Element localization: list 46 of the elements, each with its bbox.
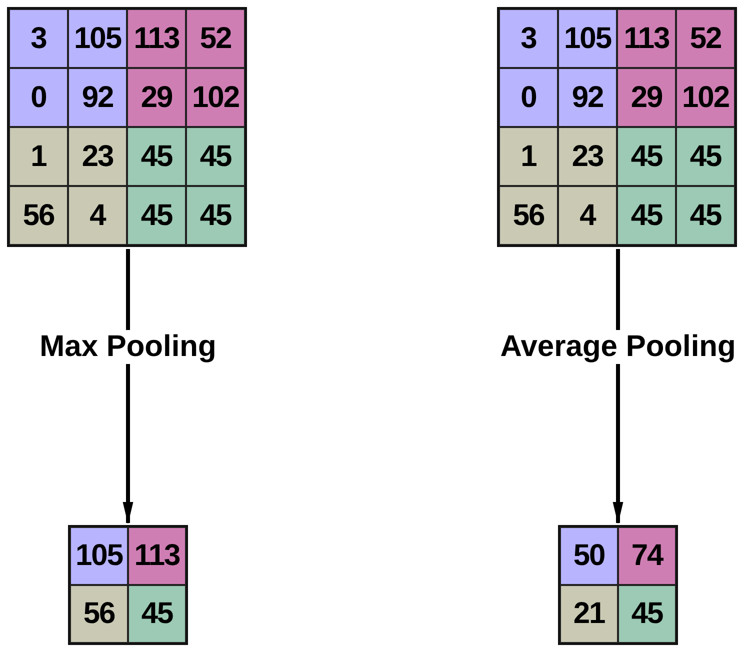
number-grid xyxy=(68,525,188,645)
grid-cell: 52 xyxy=(186,9,245,68)
arrow xyxy=(612,249,624,524)
number-grid xyxy=(497,7,737,247)
grid-cell: 52 xyxy=(676,9,735,68)
grid-cell: 23 xyxy=(68,127,127,186)
number-grid xyxy=(7,7,247,247)
grid-cell: 92 xyxy=(558,68,617,127)
grid-cell: 29 xyxy=(617,68,676,127)
grid-cell: 56 xyxy=(499,186,558,245)
grid-cell: 45 xyxy=(676,186,735,245)
arrow xyxy=(122,249,134,524)
grid-cell: 105 xyxy=(68,9,127,68)
grid-cell: 45 xyxy=(617,127,676,186)
grid-cell: 45 xyxy=(617,186,676,245)
number-grid xyxy=(558,525,678,645)
grid-cell: 3 xyxy=(499,9,558,68)
grid-cell: 23 xyxy=(558,127,617,186)
grid-cell: 4 xyxy=(68,186,127,245)
grid-cell: 56 xyxy=(9,186,68,245)
grid-cell: 113 xyxy=(127,9,186,68)
grid-cell: 0 xyxy=(499,68,558,127)
grid-cell: 74 xyxy=(618,527,676,585)
grid-cell: 1 xyxy=(499,127,558,186)
grid-cell: 50 xyxy=(560,527,618,585)
grid-cell: 45 xyxy=(676,127,735,186)
grid-cell: 45 xyxy=(127,127,186,186)
grid-cell: 45 xyxy=(128,585,186,643)
grid-cell: 45 xyxy=(127,186,186,245)
grid-cell: 105 xyxy=(558,9,617,68)
grid-cell: 102 xyxy=(186,68,245,127)
grid-cell: 29 xyxy=(127,68,186,127)
grid-cell: 21 xyxy=(560,585,618,643)
grid-cell: 102 xyxy=(676,68,735,127)
grid-cell: 45 xyxy=(618,585,676,643)
grid-cell: 3 xyxy=(9,9,68,68)
grid-cell: 105 xyxy=(70,527,128,585)
grid-cell: 1 xyxy=(9,127,68,186)
grid-cell: 45 xyxy=(186,127,245,186)
grid-cell: 4 xyxy=(558,186,617,245)
grid-cell: 0 xyxy=(9,68,68,127)
grid-cell: 113 xyxy=(128,527,186,585)
grid-cell: 45 xyxy=(186,186,245,245)
grid-cell: 113 xyxy=(617,9,676,68)
grid-cell: 92 xyxy=(68,68,127,127)
grid-cell: 56 xyxy=(70,585,128,643)
